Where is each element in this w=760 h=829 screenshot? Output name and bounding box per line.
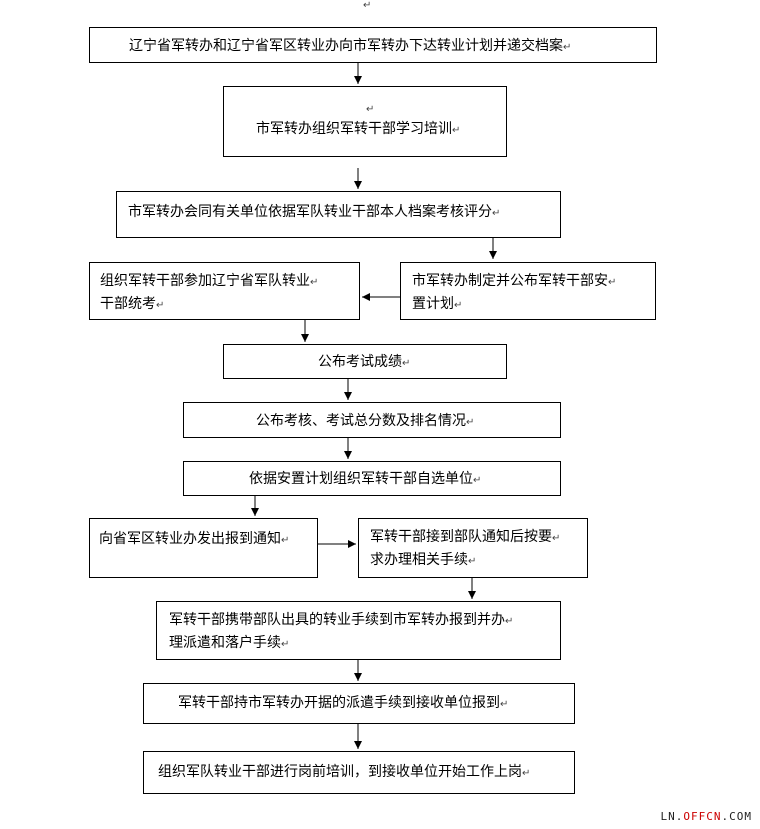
step-13-box: 组织军队转业干部进行岗前培训，到接收单位开始工作上岗↵ [143,751,575,794]
step-8-text: 依据安置计划组织军转干部自选单位↵ [249,471,482,487]
step-1-text: 辽宁省军转办和辽宁省军区转业办向市军转办下达转业计划并递交档案↵ [129,38,572,54]
step-7-text: 公布考核、考试总分数及排名情况↵ [256,413,475,429]
step-5-text-line2: 置计划↵ [412,296,463,312]
step-5-text-line1: 市军转办制定并公布军转干部安↵ [412,273,617,289]
watermark: LN.OFFCN.COM [661,810,753,823]
step-11-text-line1: 军转干部携带部队出具的转业手续到市军转办报到并办↵ [169,612,514,628]
step-1-box: 辽宁省军转办和辽宁省军区转业办向市军转办下达转业计划并递交档案↵ [89,27,657,63]
paragraph-mark: ↵ [454,300,463,311]
paragraph-mark: ↵ [466,417,475,428]
paragraph-mark: ↵ [608,277,617,288]
step-10-box: 军转干部接到部队通知后按要↵ 求办理相关手续↵ [358,518,588,578]
step-6-text: 公布考试成绩↵ [318,354,411,370]
paragraph-mark: ↵ [563,42,572,53]
paragraph-mark: ↵ [452,125,461,136]
watermark-part-2: OFFCN [683,810,722,823]
watermark-part-1: LN. [660,810,684,823]
step-12-text: 军转干部持市军转办开据的派遣手续到接收单位报到↵ [178,695,509,711]
paragraph-mark: ↵ [310,277,319,288]
step-6-box: 公布考试成绩↵ [223,344,507,379]
paragraph-mark: ↵ [552,533,561,544]
step-2-box: ↵ 市军转办组织军转干部学习培训↵ [223,86,507,157]
step-2-text: 市军转办组织军转干部学习培训↵ [256,121,461,137]
paragraph-mark: ↵ [281,639,290,650]
step-10-text-line2: 求办理相关手续↵ [370,552,477,568]
step-13-text: 组织军队转业干部进行岗前培训，到接收单位开始工作上岗↵ [158,764,531,780]
paragraph-mark: ↵ [522,768,531,779]
paragraph-mark: ↵ [363,0,372,11]
step-4-text-line1: 组织军转干部参加辽宁省军队转业↵ [100,273,319,289]
step-7-box: 公布考核、考试总分数及排名情况↵ [183,402,561,438]
step-8-box: 依据安置计划组织军转干部自选单位↵ [183,461,561,496]
paragraph-mark: ↵ [402,358,411,369]
paragraph-mark: ↵ [468,556,477,567]
step-11-box: 军转干部携带部队出具的转业手续到市军转办报到并办↵ 理派遣和落户手续↵ [156,601,561,660]
watermark-part-3: .COM [721,810,752,823]
step-5-box: 市军转办制定并公布军转干部安↵ 置计划↵ [400,262,656,320]
step-4-text-line2: 干部统考↵ [100,296,165,312]
step-3-text: 市军转办会同有关单位依据军队转业干部本人档案考核评分↵ [128,204,501,220]
step-4-box: 组织军转干部参加辽宁省军队转业↵ 干部统考↵ [89,262,360,320]
paragraph-mark: ↵ [505,616,514,627]
step-3-box: 市军转办会同有关单位依据军队转业干部本人档案考核评分↵ [116,191,561,238]
paragraph-mark: ↵ [473,475,482,486]
step-10-text-line1: 军转干部接到部队通知后按要↵ [370,529,561,545]
paragraph-mark: ↵ [366,104,375,115]
step-9-text: 向省军区转业办发出报到通知↵ [99,531,290,547]
step-9-box: 向省军区转业办发出报到通知↵ [89,518,318,578]
step-11-text-line2: 理派遣和落户手续↵ [169,635,290,651]
paragraph-mark: ↵ [156,300,165,311]
step-12-box: 军转干部持市军转办开据的派遣手续到接收单位报到↵ [143,683,575,724]
paragraph-mark: ↵ [281,535,290,546]
paragraph-mark: ↵ [500,699,509,710]
paragraph-mark: ↵ [492,208,501,219]
